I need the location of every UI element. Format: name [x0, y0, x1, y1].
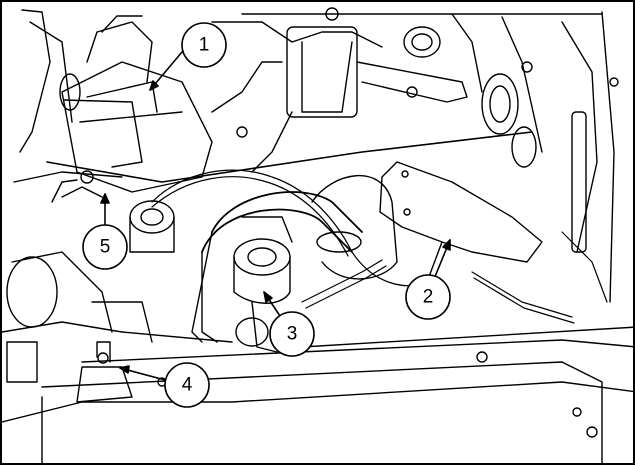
upper-hoses [211, 21, 587, 253]
fuel-filter-housing [233, 216, 293, 353]
callout-3: 3 [269, 311, 315, 357]
svg-text:5: 5 [100, 237, 111, 258]
callout-4: 4 [164, 362, 210, 408]
left-lower-components [6, 179, 175, 403]
body-structure [2, 9, 633, 463]
svg-text:3: 3 [287, 324, 298, 345]
mounting-bracket [379, 161, 543, 303]
callout-1: 1 [181, 22, 227, 68]
throttle-rod [46, 131, 533, 183]
coolant-hose [191, 175, 398, 343]
svg-text:1: 1 [199, 35, 210, 56]
svg-text:4: 4 [182, 375, 193, 396]
callout-2: 2 [405, 274, 451, 320]
callout-5: 5 [82, 224, 128, 270]
svg-text:2: 2 [423, 287, 434, 308]
wiring-harness [151, 169, 608, 324]
